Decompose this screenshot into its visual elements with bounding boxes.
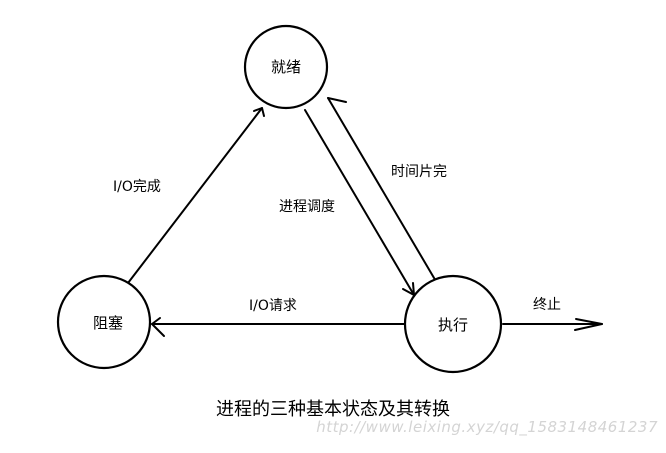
edge-time-slice <box>327 97 438 284</box>
arrowhead-icon <box>253 107 265 117</box>
node-blocked-label: 阻塞 <box>93 314 123 332</box>
label-io-request: I/O请求 <box>249 298 297 314</box>
label-dispatch: 进程调度 <box>279 199 335 215</box>
node-ready: 就绪 <box>243 24 329 110</box>
arrowhead-icon <box>327 97 347 103</box>
edge-io-request <box>151 317 406 337</box>
label-time-slice: 时间片完 <box>391 164 447 180</box>
label-io-complete: I/O完成 <box>113 179 161 195</box>
diagram-caption: 进程的三种基本状态及其转换 <box>216 399 450 420</box>
node-ready-label: 就绪 <box>271 58 301 76</box>
watermark: http://www.leixing.xyz/qq_1583148461237 <box>316 418 658 436</box>
label-terminate: 终止 <box>533 297 561 313</box>
arrowhead-icon <box>574 318 603 331</box>
node-running-label: 执行 <box>438 316 468 334</box>
node-blocked: 阻塞 <box>56 274 152 370</box>
node-running: 执行 <box>403 274 503 374</box>
edge-terminate <box>502 318 603 331</box>
arrowhead-icon <box>151 317 165 337</box>
edge-io-complete <box>127 107 265 284</box>
